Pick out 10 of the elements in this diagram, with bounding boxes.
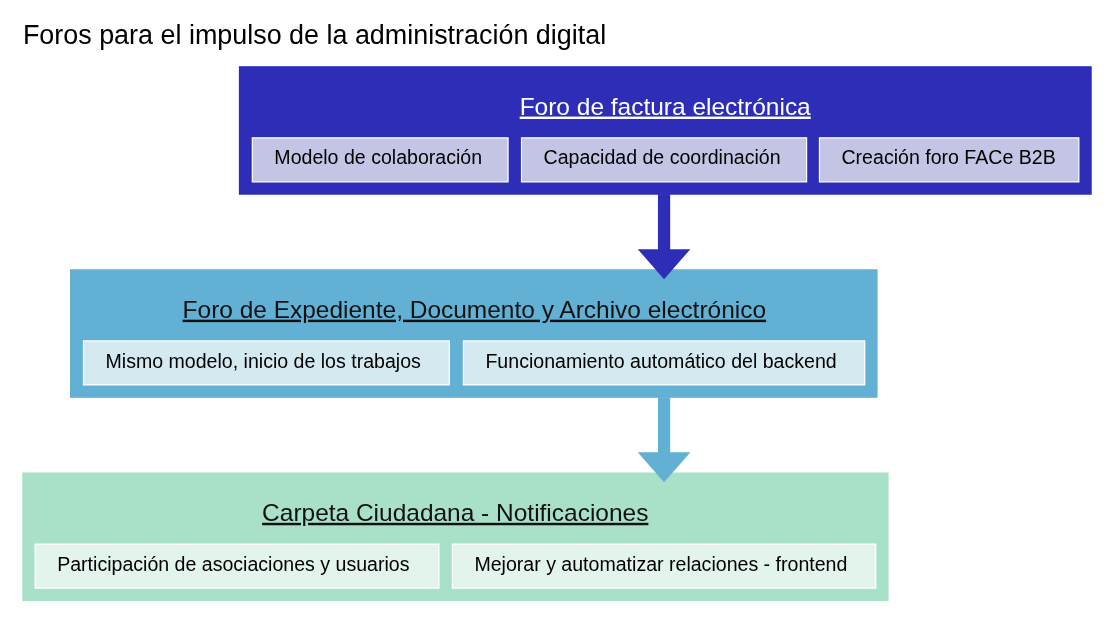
arrow <box>637 194 691 280</box>
node-box: Participación de asociaciones y usuarios <box>34 543 440 589</box>
node-box: Creación foro FACe B2B <box>818 137 1080 183</box>
node-box: Mejorar y automatizar relaciones - frontend <box>451 543 877 589</box>
diagram-title: Foros para el impulso de la administración digital <box>22 20 607 51</box>
node-box: Modelo de colaboración <box>251 137 509 183</box>
node-box: Funcionamiento automático del backend <box>462 340 866 386</box>
node-box: Mismo modelo, inicio de los trabajos <box>82 340 450 386</box>
arrow <box>637 397 691 483</box>
node-box: Capacidad de coordinación <box>520 137 808 183</box>
